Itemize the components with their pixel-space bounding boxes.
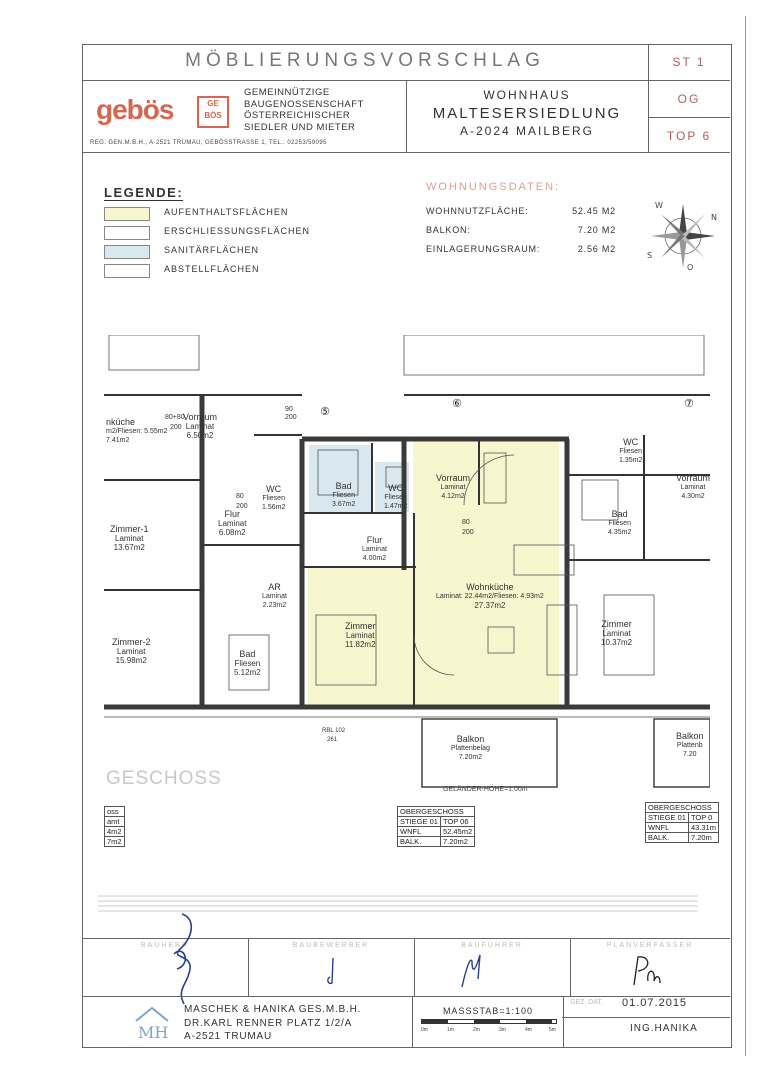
- compass-s-label: S: [647, 251, 652, 260]
- engineer-name: ING.HANIKA: [630, 1023, 698, 1034]
- section-marker-6: ⑥: [452, 397, 462, 410]
- signature-cell: BAUBEWERBER: [248, 939, 415, 997]
- handwritten-signature-4: [633, 956, 661, 986]
- door-dimension: 200: [170, 424, 182, 431]
- signature-cell: BAUHERR: [82, 913, 249, 1005]
- signature-row: BAUHERR BAUBEWERBER BAUFÜHRER PLANVERFAS…: [82, 913, 730, 1005]
- geschoss-label: GESCHOSS: [106, 768, 222, 789]
- legend-label: AUFENTHALTSFLÄCHEN: [164, 207, 289, 217]
- door-dimension: 200: [462, 529, 474, 536]
- door-dimension: 80: [236, 493, 244, 500]
- section-marker-5: ⑤: [320, 405, 330, 418]
- section-marker-7: ⑦: [684, 397, 694, 410]
- legend-swatch: [104, 264, 150, 278]
- title-block-divider: [82, 152, 730, 153]
- legend-label: ERSCHLIESSUNGSFLÄCHEN: [164, 226, 311, 236]
- footer-block: MH MASCHEK & HANIKA GES.M.B.H. DR.KARL R…: [82, 996, 730, 1047]
- gebos-logo: gebös: [96, 94, 174, 125]
- organisation-address: REG. GEN.M.B.H., A-2521 TRUMAU, GEBÖSSTR…: [90, 140, 327, 146]
- plan-date: 01.07.2015: [622, 997, 688, 1009]
- compass-o-label: O: [687, 263, 693, 272]
- door-dimension: 80+80: [165, 414, 185, 421]
- project-location: A-2024 MAILBERG: [459, 124, 595, 138]
- legend-swatch: [104, 226, 150, 240]
- handwritten-signature-1: [173, 913, 192, 1005]
- signature-cell: PLANVERFASSER: [570, 939, 730, 997]
- compass-w-label: W: [655, 201, 663, 210]
- legend-swatch: [104, 207, 150, 221]
- footer-divider: [562, 1017, 730, 1018]
- mh-logo-icon: MH: [135, 1006, 169, 1041]
- svg-text:MH: MH: [138, 1023, 168, 1041]
- door-dimension: 90: [285, 406, 293, 413]
- code-geschoss: OG: [648, 81, 730, 118]
- title-block: MÖBLIERUNGSVORSCHLAG ST 1 OG TOP 6 gebös…: [82, 44, 730, 152]
- project-type: WOHNHAUS: [483, 88, 571, 102]
- legend-swatch: [104, 245, 150, 259]
- page-title: MÖBLIERUNGSVORSCHLAG: [185, 50, 545, 71]
- door-dimension: 200: [236, 503, 248, 510]
- organisation-name: GEMEINNÜTZIGE BAUGENOSSENSCHAFT ÖSTERREI…: [244, 87, 364, 133]
- sheet-codes: ST 1 OG TOP 6: [648, 44, 730, 152]
- handwritten-signature-3: [461, 954, 481, 988]
- floor-plan: ⑤ ⑥ ⑦: [104, 335, 710, 788]
- date-prefix: GEZ. DAT.: [570, 999, 603, 1006]
- title-row: MÖBLIERUNGSVORSCHLAG: [82, 44, 649, 81]
- rbl-label: RBL 102: [322, 728, 346, 734]
- legend-title: LEGENDE:: [104, 185, 184, 201]
- code-top: TOP 6: [666, 129, 712, 143]
- handwritten-signature-2: [327, 957, 334, 985]
- planner-firm: MASCHEK & HANIKA GES.M.B.H. DR.KARL RENN…: [184, 1004, 362, 1042]
- faded-fine-print: [98, 892, 698, 916]
- signature-cell: BAUFÜHRER: [414, 939, 571, 997]
- code-stiege: ST 1: [648, 44, 730, 81]
- gelaender-label: GELÄNDER-HÖHE=1.00m: [443, 786, 528, 793]
- legend-label: ABSTELLFLÄCHEN: [164, 264, 260, 274]
- sheet-edge-line: [745, 16, 746, 1056]
- scale-block: MASSSTAB=1:100 0m 1m 2m 3m 4m 5m: [412, 997, 564, 1047]
- legend-label: SANITÄRFLÄCHEN: [164, 245, 260, 255]
- scale-bar: [421, 1019, 557, 1024]
- compass-rose-icon: W N S O: [647, 201, 717, 272]
- door-dimension: 200: [285, 414, 297, 421]
- project-name: MALTESERSIEDLUNG: [432, 105, 622, 122]
- project-block: WOHNHAUS MALTESERSIEDLUNG A-2024 MAILBER…: [406, 80, 649, 152]
- door-dimension: 80: [462, 519, 470, 526]
- wohnungsdaten-title: WOHNUNGSDATEN:: [426, 181, 561, 193]
- rbl-label: 261: [327, 737, 338, 743]
- drawing-sheet-frame: [82, 44, 732, 1048]
- compass-n-label: N: [711, 213, 717, 222]
- scale-label: MASSSTAB=1:100: [442, 1006, 534, 1016]
- area-table-partial: oss amt 4m2 7m2: [104, 806, 125, 847]
